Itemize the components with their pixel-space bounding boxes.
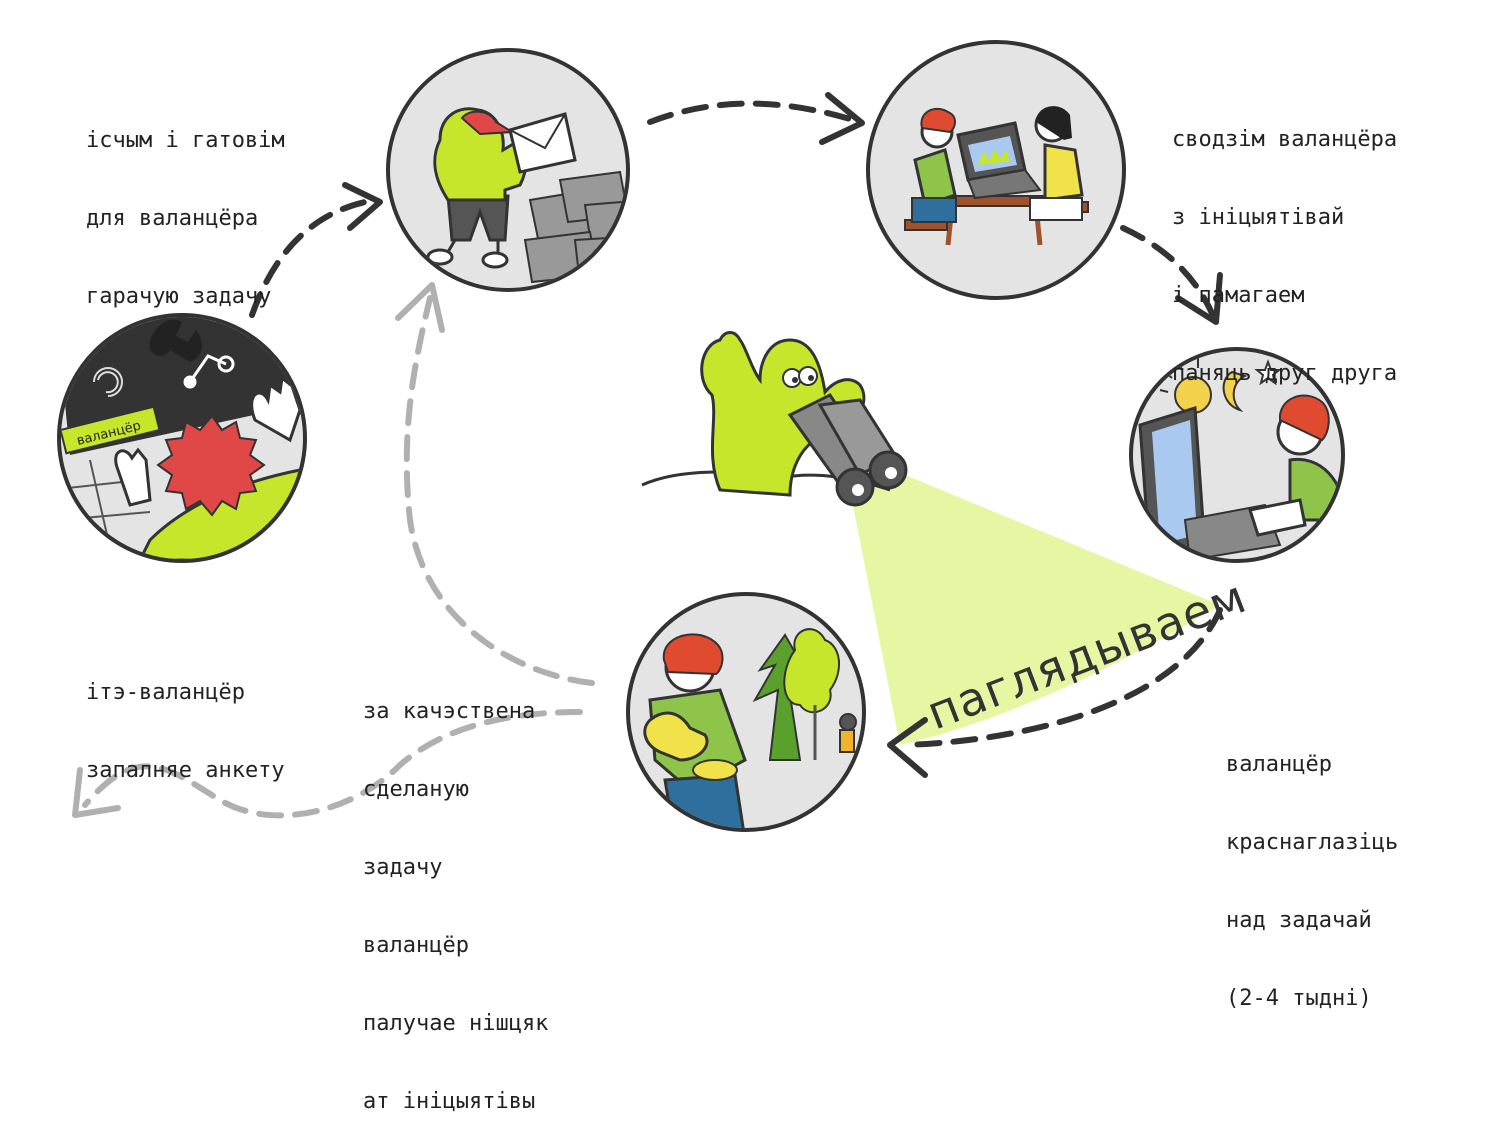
caption-questionnaire: ітэ-валанцёр запалняе анкету	[86, 680, 285, 783]
hands	[1248, 498, 1307, 537]
curly-hair	[662, 633, 724, 676]
arrow-head-task	[342, 182, 383, 231]
tree-icon	[783, 628, 841, 714]
person-right-shirt	[1043, 143, 1084, 202]
cactus-toy-icon	[643, 711, 709, 762]
fingerprint-icon	[93, 367, 123, 397]
volunteer-cycle-diagram: паглядываем валанцёр	[57, 40, 1345, 832]
shoe	[481, 251, 509, 269]
curly-hair	[1278, 394, 1330, 442]
arrow-head-loop	[395, 282, 445, 333]
circle-connect	[866, 40, 1126, 300]
caption-connect: сводзім валанцёра з ініцыятівай і памага…	[1172, 127, 1398, 386]
arrow-head-connect	[819, 92, 865, 145]
arrow-task-to-connect	[647, 100, 863, 125]
caption-work: валанцёр краснаглазіць над задачай (2-4 …	[1226, 752, 1399, 1011]
person-left-jeans	[911, 197, 957, 223]
arrow-work-to-reward	[902, 607, 1223, 748]
hand-on-keyboard	[114, 447, 152, 507]
curly-hair	[920, 107, 956, 134]
circle-find-task	[386, 48, 630, 292]
binoculars-icon	[787, 393, 908, 507]
circle-questionnaire: валанцёр	[57, 313, 307, 563]
volunteer-badge	[61, 405, 161, 455]
cactus-mascot-icon	[641, 331, 908, 507]
caption-find-task: ісчым і гатовім для валанцёра гарачую за…	[86, 128, 285, 309]
arrow-questionnaire-to-task	[249, 197, 378, 318]
dark-hair	[1036, 106, 1072, 140]
small-figure-head	[839, 713, 857, 731]
arrow-reward-to-task	[403, 295, 595, 686]
moon-icon	[1222, 370, 1248, 412]
envelope-icon	[508, 112, 577, 174]
link-node-icon	[217, 355, 235, 373]
caption-reward: за качэствена сделаную задачу валанцёр п…	[363, 699, 549, 1114]
arrow-head-out	[72, 767, 121, 818]
small-figure-body	[839, 729, 855, 753]
arrow-reward-out	[82, 709, 583, 819]
dashed-arrows	[72, 92, 1223, 819]
arrow-connect-to-work	[1120, 225, 1218, 323]
binocular-beam	[850, 475, 1220, 745]
star-icon	[1254, 359, 1282, 386]
circle-work	[1129, 347, 1345, 563]
arrow-head-reward	[887, 717, 928, 778]
eye	[798, 366, 818, 386]
curly-hair-blob	[156, 414, 266, 517]
wrench-icon	[150, 319, 202, 362]
circle-reward	[626, 592, 866, 832]
person-left-shirt	[913, 148, 957, 207]
banana-icon	[692, 759, 738, 781]
cactus-body	[700, 331, 866, 497]
arrow-head-work	[1175, 272, 1223, 325]
